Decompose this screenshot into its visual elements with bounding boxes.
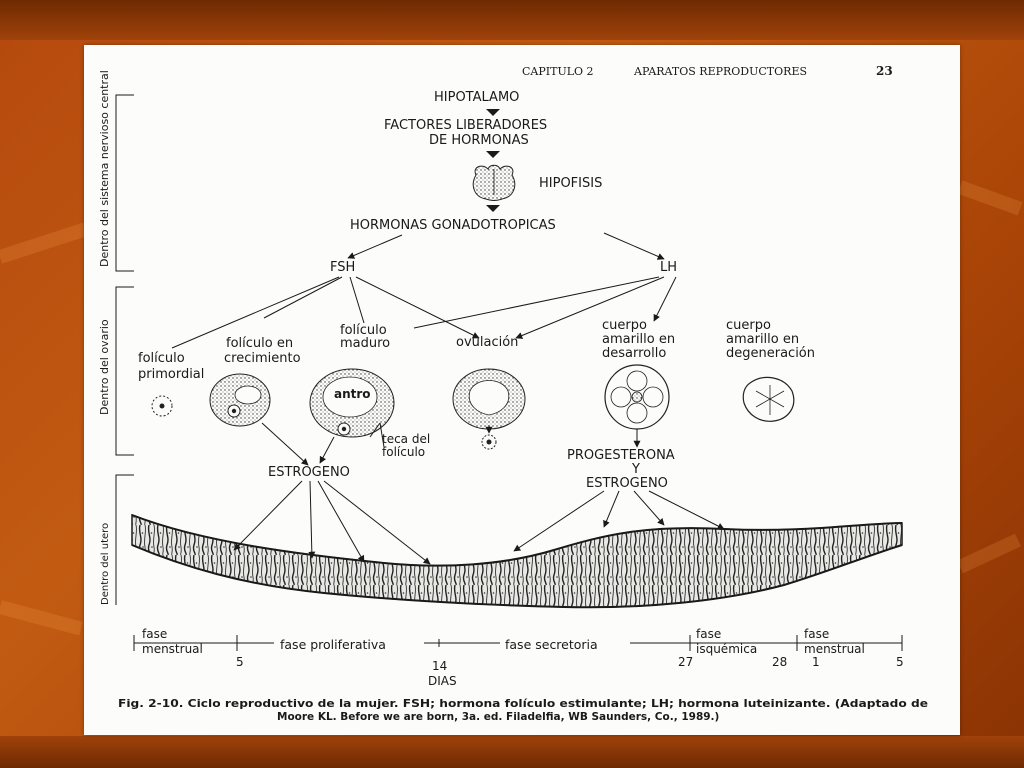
corpus-deg-label-2: amarillo en: [726, 332, 799, 347]
estrogen-to-endometrium-arrow: [317, 480, 365, 563]
day-tick-label: 14: [432, 659, 447, 673]
fsh-to-primordial-line: [171, 276, 340, 349]
lh-to-corpus-arrow: [653, 276, 677, 322]
corpus-deg-label: cuerpo: [726, 318, 771, 333]
progesterone-to-endometrium-arrow: [603, 490, 620, 528]
estrogen-label: ESTROGENO: [268, 465, 350, 480]
estrogen-to-endometrium-arrow: [323, 480, 431, 565]
arrow-to-fsh: [347, 234, 403, 259]
day-tick-label: 28: [772, 655, 787, 669]
figure-caption-2: Moore KL. Before we are born, 3a. ed. Fi…: [277, 711, 719, 723]
pituitary-label: HIPOFISIS: [539, 176, 602, 191]
fsh-label: FSH: [330, 260, 355, 275]
ischemic-label: fase: [696, 627, 721, 641]
gonadotropins-label: HORMONAS GONADOTROPICAS: [350, 218, 556, 233]
corpus-dev-label: cuerpo: [602, 318, 647, 333]
day-tick-label: 5: [236, 655, 244, 669]
primordial-label: folículo: [138, 351, 185, 366]
menstrual-start-label-2: menstrual: [142, 642, 203, 656]
progesterone-label-3: ESTROGENO: [586, 476, 668, 491]
hypothalamus-label: HIPOTALAMO: [434, 90, 519, 105]
ovulating-follicle-icon: [452, 368, 526, 450]
primordial-label-2: primordial: [138, 367, 204, 382]
lh-to-ovulation-arrow: [515, 276, 665, 339]
progesterone-label: PROGESTERONA: [567, 448, 675, 463]
scanned-page: CAPITULO 2 APARATOS REPRODUCTORES 23 Den…: [84, 45, 960, 735]
fsh-to-growing-line: [263, 276, 343, 319]
mature-label-2: maduro: [340, 336, 390, 351]
progesterone-to-endometrium-arrow: [633, 490, 665, 526]
progesterone-label-2: Y: [631, 462, 640, 477]
cns-bracket: [115, 94, 134, 272]
antrum-label: antro: [334, 387, 371, 401]
day-tick-label: 1: [812, 655, 820, 669]
days-axis-label: DIAS: [428, 674, 457, 688]
arrow-down-icon: [486, 205, 500, 212]
reproductive-cycle-diagram: CAPITULO 2 APARATOS REPRODUCTORES 23 Den…: [98, 64, 928, 723]
secretory-label-bg: [500, 635, 630, 651]
arrow-down-icon: [486, 151, 500, 158]
growing-label-2: crecimiento: [224, 351, 301, 366]
day-tick-label: 5: [896, 655, 904, 669]
lh-to-mature-line: [413, 276, 660, 329]
theca-label-2: folículo: [382, 445, 425, 459]
proliferative-label-bg: [274, 635, 424, 651]
corpus-luteum-developing-icon: [604, 364, 670, 430]
arrow-to-lh: [603, 232, 665, 260]
ovary-side-label: Dentro del ovario: [98, 319, 111, 415]
progesterone-to-endometrium-arrow: [513, 490, 605, 552]
theca-pointer-line: [369, 422, 381, 438]
growing-follicle-icon: [209, 373, 271, 427]
mature-follicle-icon: [309, 368, 395, 438]
proliferative-label: fase proliferativa: [280, 637, 386, 652]
pituitary-gland-icon: [472, 164, 516, 201]
page-number: 23: [876, 64, 893, 78]
progesterone-to-endometrium-arrow: [648, 490, 725, 530]
background-stripe: [0, 222, 88, 264]
theca-label: teca del: [382, 432, 430, 446]
growing-label: folículo en: [226, 336, 293, 351]
estrogen-to-endometrium-arrow: [233, 480, 303, 551]
ovary-bracket: [115, 286, 134, 456]
corpus-luteum-degenerating-icon: [742, 376, 795, 422]
slide-bottom-band: [0, 736, 1024, 768]
menstrual-start-label: fase: [142, 627, 167, 641]
ischemic-label-2: isquémica: [696, 642, 757, 656]
figure-caption: Fig. 2-10. Ciclo reproductivo de la muje…: [118, 698, 928, 710]
slide-top-band: [0, 0, 1024, 40]
releasing-factors-label: FACTORES LIBERADORES: [384, 118, 547, 133]
background-stripe: [0, 600, 83, 636]
estrogen-to-endometrium-arrow: [308, 480, 316, 559]
corpus-deg-label-3: degeneración: [726, 346, 815, 361]
day-tick-label: 27: [678, 655, 693, 669]
lh-label: LH: [660, 260, 677, 275]
menstrual-end-label-2: menstrual: [804, 642, 865, 656]
fsh-to-mature-line: [349, 276, 365, 324]
mature-label: folículo: [340, 323, 387, 338]
cns-side-label: Dentro del sistema nervioso central: [98, 70, 111, 267]
background-stripe: [957, 533, 1021, 574]
menstrual-end-label: fase: [804, 627, 829, 641]
mature-to-estrogen-arrow: [319, 436, 335, 464]
corpus-dev-label-3: desarrollo: [602, 346, 666, 361]
chapter-label: CAPITULO 2: [522, 65, 594, 78]
background-stripe: [957, 180, 1023, 216]
ovulation-label: ovulación: [456, 335, 518, 350]
corpus-dev-label-2: amarillo en: [602, 332, 675, 347]
releasing-factors-label-2: DE HORMONAS: [429, 133, 529, 148]
endometrium-cross-section: [131, 513, 903, 609]
uterus-bracket: [115, 474, 134, 605]
theca-pointer-line-2: [379, 422, 385, 448]
secretory-label: fase secretoria: [505, 637, 598, 652]
section-title: APARATOS REPRODUCTORES: [633, 65, 807, 78]
arrow-down-icon: [486, 109, 500, 116]
fsh-to-ovulation-arrow: [355, 276, 480, 339]
uterus-side-label: Dentro del utero: [100, 523, 111, 605]
growing-to-estrogen-arrow: [261, 422, 309, 466]
primordial-follicle-icon: [151, 395, 173, 417]
